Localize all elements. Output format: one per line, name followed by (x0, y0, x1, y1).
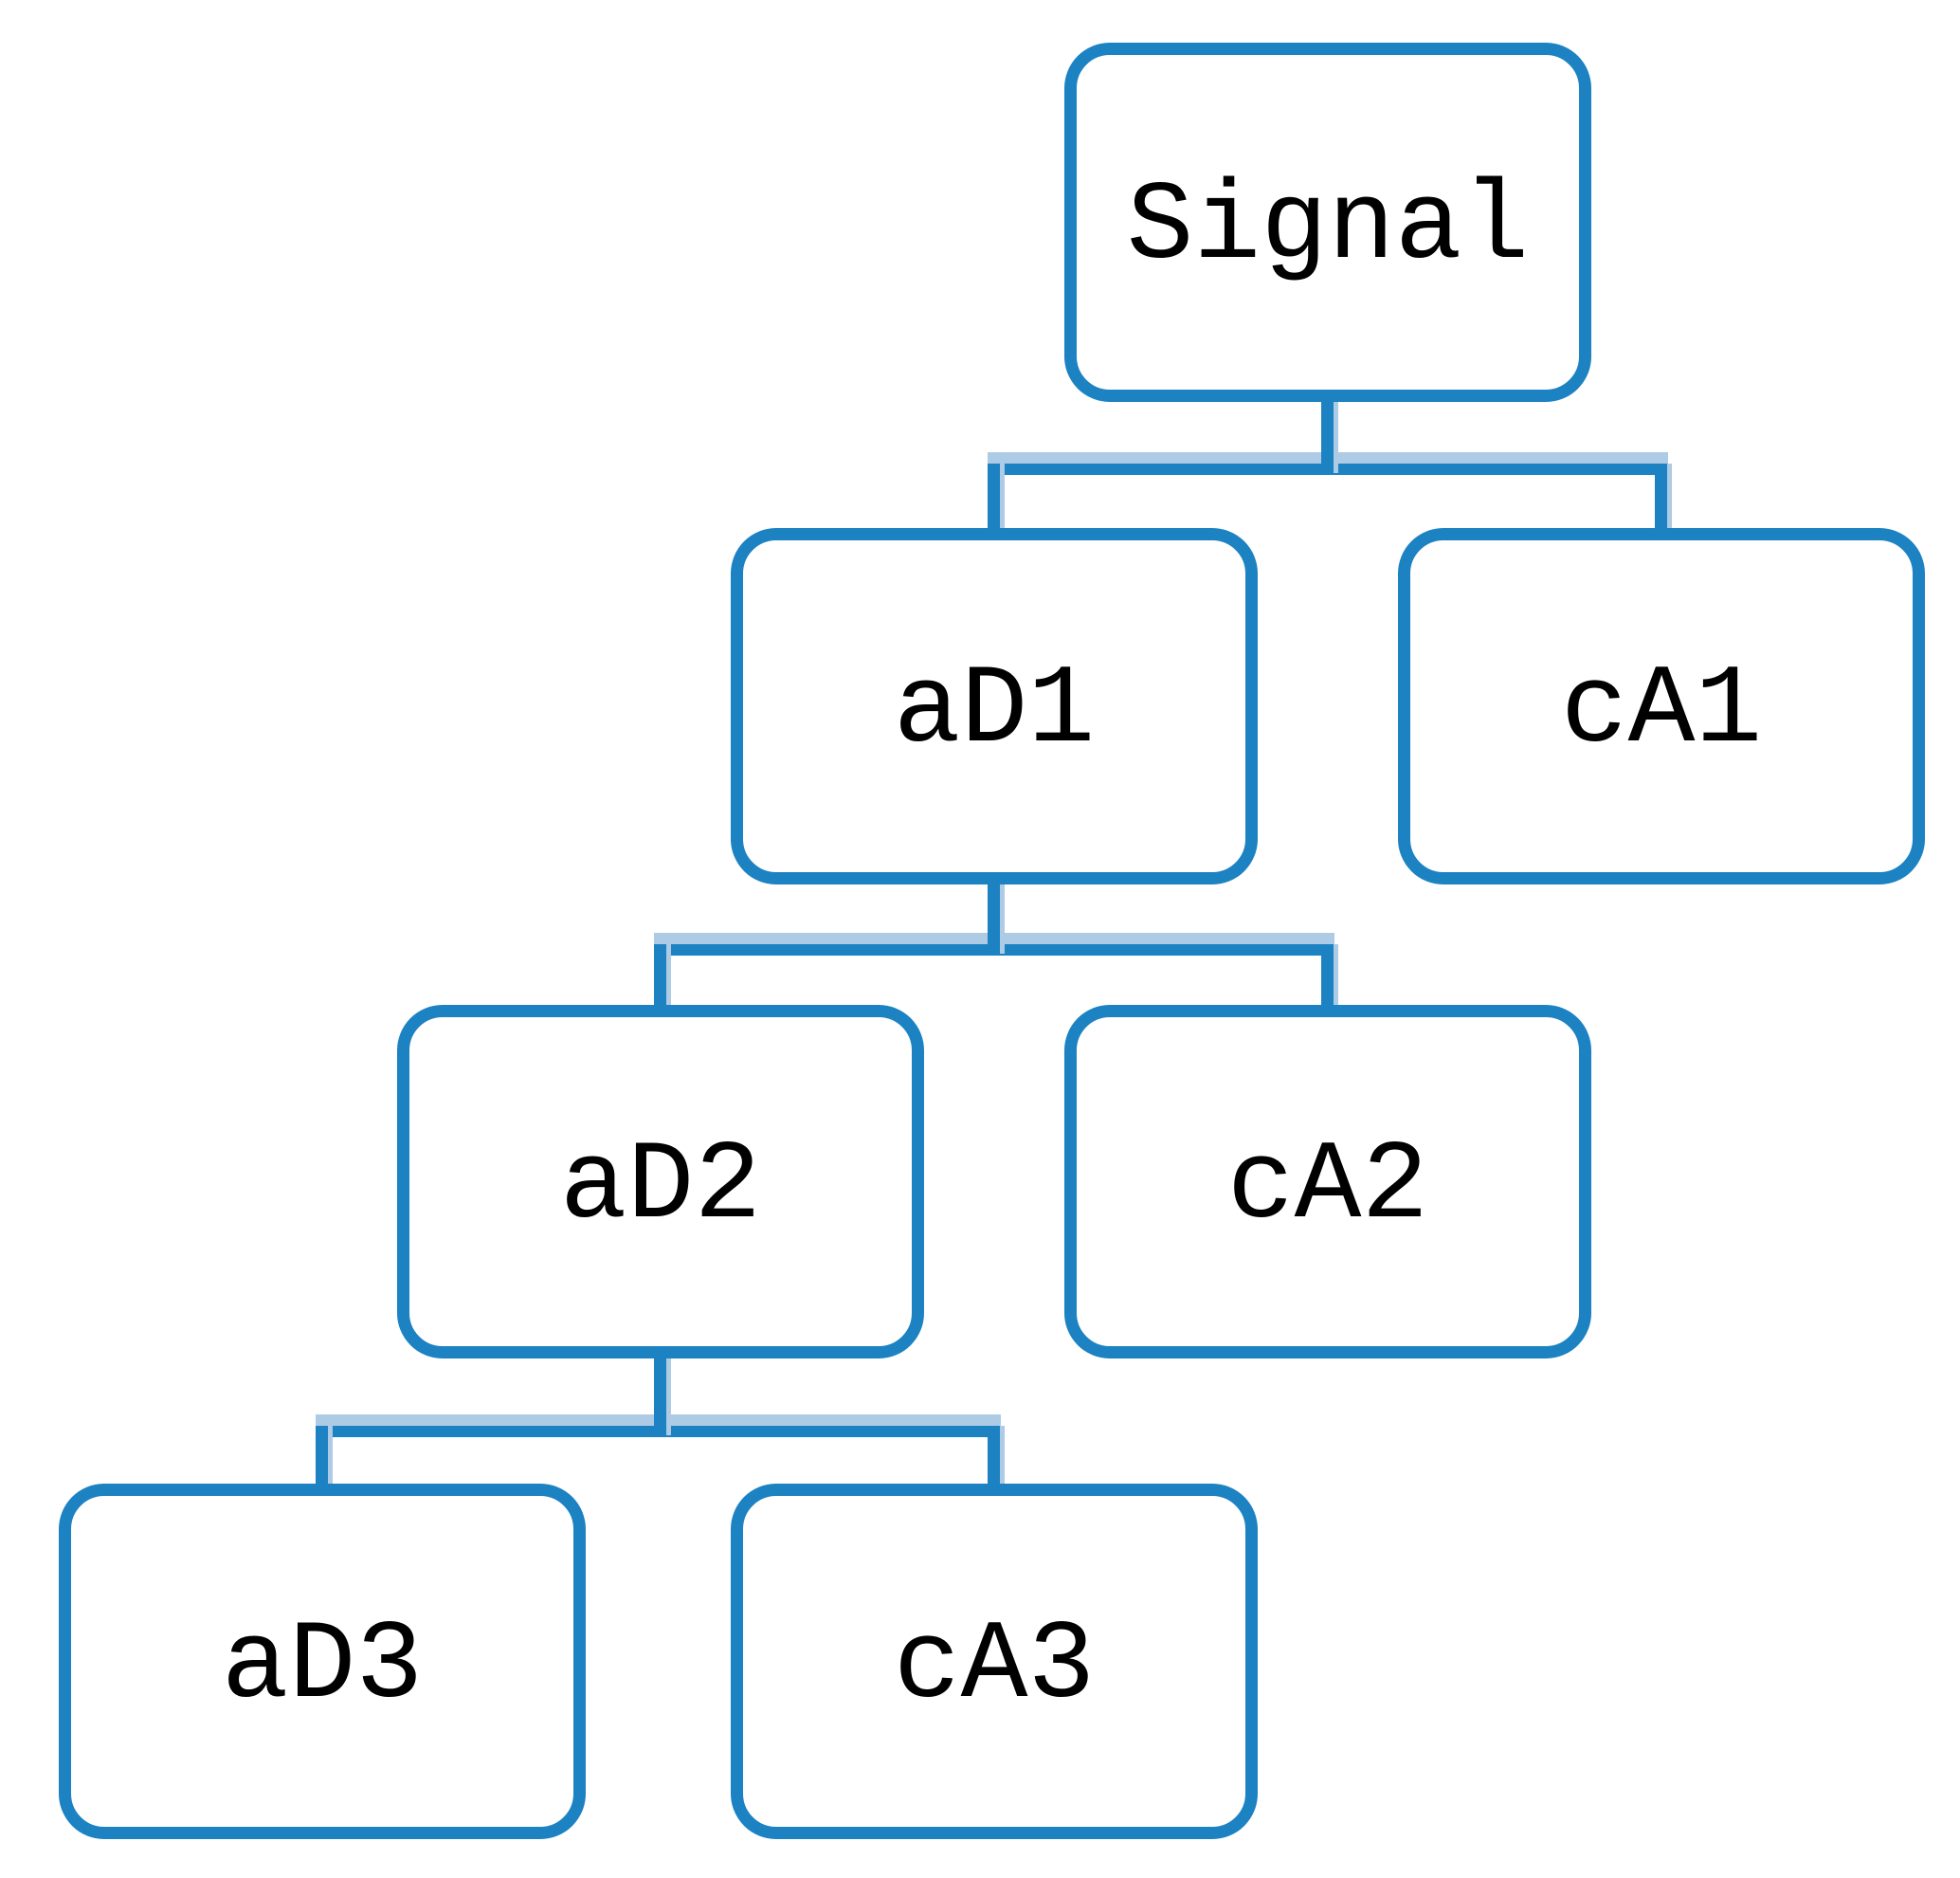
node-ca3-label: cA3 (893, 1603, 1096, 1730)
node-ca1: cA1 (1398, 528, 1925, 884)
connector-drop-right (1655, 464, 1672, 534)
node-ad3: aD3 (59, 1484, 586, 1839)
connector-drop-left (654, 944, 671, 1011)
node-ad1: aD1 (731, 528, 1258, 884)
connector-parent-stub (1321, 396, 1338, 473)
connector-parent-stub (988, 879, 1005, 954)
node-ca2-label: cA2 (1226, 1123, 1429, 1250)
node-signal-label: Signal (1126, 164, 1530, 291)
node-ad1-label: aD1 (893, 648, 1096, 775)
node-ad2: aD2 (397, 1005, 924, 1358)
node-ca1-label: cA1 (1560, 648, 1763, 775)
node-ad2-label: aD2 (559, 1123, 762, 1250)
connector-drop-left (988, 464, 1005, 534)
node-ca2: cA2 (1064, 1005, 1591, 1358)
connector-parent-stub (654, 1353, 671, 1435)
node-ca3: cA3 (731, 1484, 1258, 1839)
node-ad3-label: aD3 (221, 1603, 424, 1730)
node-signal: Signal (1064, 43, 1591, 402)
connector-drop-right (988, 1426, 1005, 1489)
connector-drop-right (1321, 944, 1338, 1011)
connector-drop-left (316, 1426, 333, 1489)
